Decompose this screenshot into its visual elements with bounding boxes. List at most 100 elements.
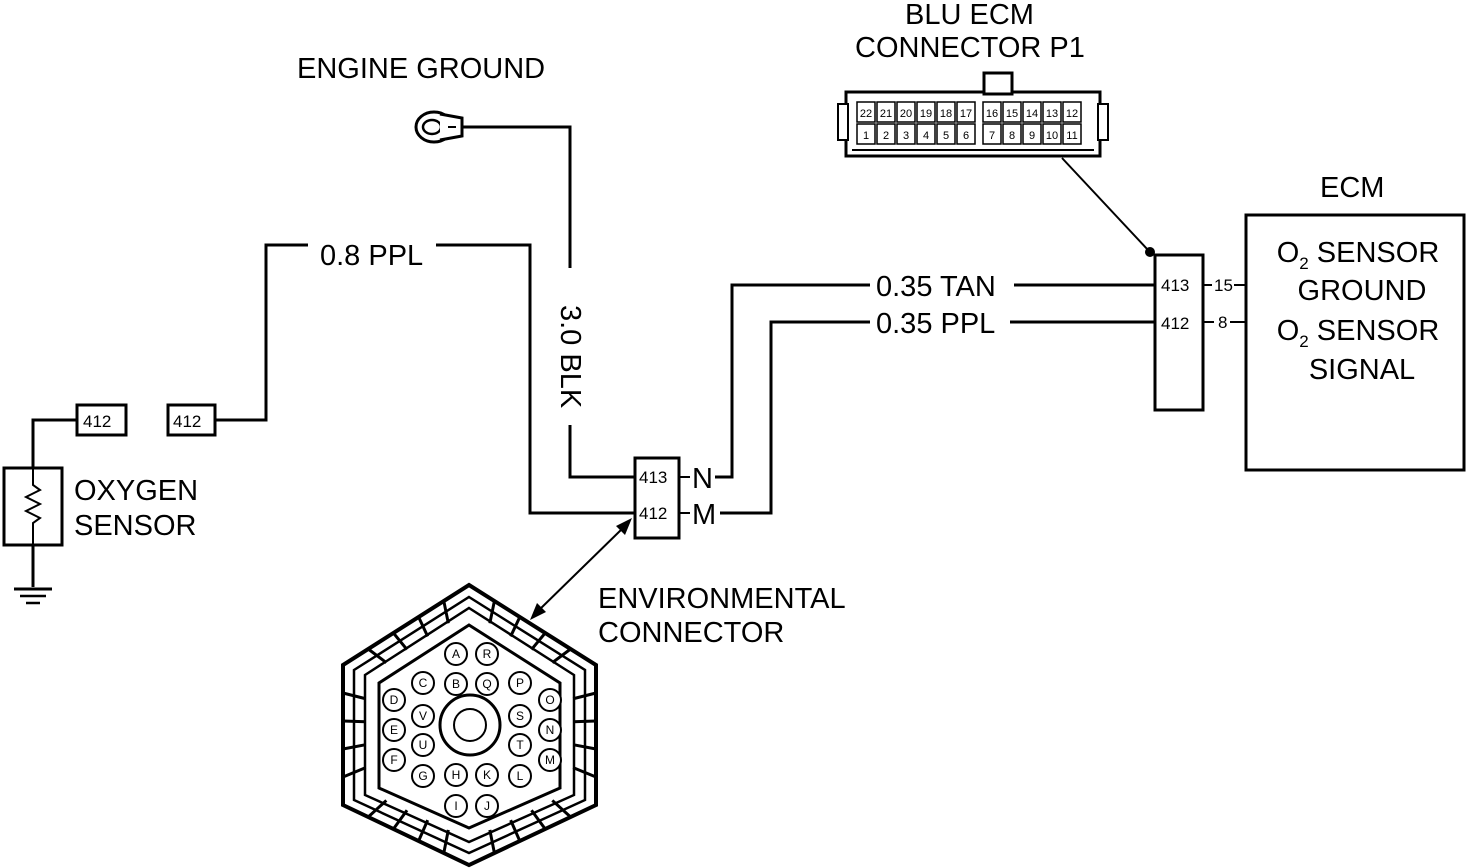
environmental-cavity-letter: U	[419, 738, 428, 752]
environmental-cavity-letter: B	[452, 677, 460, 691]
environmental-connector-cavity: G	[411, 764, 435, 788]
environmental-connector-cavity: A	[444, 642, 468, 666]
blu-cavity-number: 9	[1029, 130, 1035, 142]
blu-connector-cavity: 4	[916, 123, 936, 145]
ecm-line-o2-ground-1: O2 SENSOR	[1277, 237, 1440, 273]
blu-connector-cavity: 13	[1042, 101, 1062, 123]
ecm-pin-15: 15	[1214, 276, 1233, 295]
environmental-cavity-letter: V	[419, 709, 427, 723]
environmental-cavity-letter: C	[419, 676, 428, 690]
blu-cavity-number: 2	[883, 130, 889, 142]
ecm-label: ECM	[1320, 172, 1384, 204]
blu-cavity-number: 17	[960, 108, 972, 120]
oxygen-sensor-resistor	[23, 468, 43, 545]
environmental-connector-leader	[536, 526, 625, 613]
blu-connector-cavity: 9	[1022, 123, 1042, 145]
environmental-cavity-letter: F	[390, 753, 397, 767]
blu-cavity-number: 11	[1066, 130, 1077, 142]
env-circuit-412: 412	[639, 504, 667, 523]
ecm-circuit-412: 412	[1161, 314, 1189, 333]
blu-cavity-number: 1	[863, 130, 869, 142]
blu-cavity-number: 21	[880, 108, 892, 120]
blu-cavity-number: 6	[963, 130, 969, 142]
blu-cavity-number: 12	[1066, 108, 1078, 120]
environmental-cavity-letter: P	[516, 676, 524, 690]
blu-connector-cavity: 6	[956, 123, 976, 145]
environmental-cavity-letter: T	[516, 738, 524, 752]
blu-connector-cavity: 12	[1062, 101, 1082, 123]
engine-ground-label: ENGINE GROUND	[297, 53, 545, 85]
environmental-connector-cavity: N	[538, 718, 562, 742]
ecm-box	[1244, 213, 1466, 472]
wire-08ppl-right	[436, 243, 635, 515]
blu-connector-cavity: 5	[936, 123, 956, 145]
blu-connector-cavity: 11	[1062, 123, 1082, 145]
blu-cavity-number: 20	[900, 108, 912, 120]
wire-label-035tan: 0.35 TAN	[876, 271, 996, 303]
blu-connector-cavity: 20	[896, 101, 916, 123]
blu-connector-cavity: 7	[982, 123, 1002, 145]
blu-connector-cavity: 1	[856, 123, 876, 145]
ecm-circuit-413: 413	[1161, 276, 1189, 295]
environmental-cavity-letter: H	[452, 768, 461, 782]
blu-connector-cavity: 16	[982, 101, 1002, 123]
environmental-cavity-letter: K	[483, 768, 491, 782]
environmental-cavity-letter: N	[546, 723, 555, 737]
wire-label-30blk: 3.0 BLK	[554, 305, 586, 409]
blu-connector-leader-dot	[1145, 247, 1155, 257]
environmental-connector-cavity: M	[538, 748, 562, 772]
blu-cavity-number: 4	[923, 130, 929, 142]
environmental-connector-cavity: T	[508, 733, 532, 757]
environmental-connector-cavity: D	[382, 688, 406, 712]
environmental-connector-cavity: C	[411, 671, 435, 695]
environmental-connector-cavity: H	[444, 763, 468, 787]
ecm-line-o2-signal-2: SIGNAL	[1309, 354, 1415, 386]
wire-035ppl-left	[720, 320, 870, 515]
blu-connector-cavity: 15	[1002, 101, 1022, 123]
ecm-line-o2-signal-1: O2 SENSOR	[1277, 315, 1440, 351]
harness-412-box	[166, 403, 217, 437]
wire-30blk-top	[462, 125, 572, 268]
environmental-cavity-letter: S	[516, 709, 524, 723]
blu-cavity-number: 19	[920, 108, 932, 120]
environmental-cavity-letter: O	[545, 693, 554, 707]
ecm-pin-8: 8	[1218, 313, 1227, 332]
environmental-connector-cavity: U	[411, 733, 435, 757]
wire-035tan-left	[715, 283, 870, 479]
environmental-cavity-letter: D	[390, 693, 399, 707]
env-pin-m: M	[692, 499, 716, 531]
wire-30blk-bottom	[568, 425, 635, 479]
ecm-header-connector	[1153, 253, 1205, 412]
environmental-connector-cavity: S	[508, 704, 532, 728]
harness-circuit-412: 412	[173, 412, 201, 431]
blu-cavity-number: 7	[989, 130, 995, 142]
ground-symbol-icon	[14, 587, 52, 605]
blu-connector-cavity: 17	[956, 101, 976, 123]
blu-cavity-number: 13	[1046, 108, 1058, 120]
environmental-connector-cavity: J	[475, 794, 499, 818]
environmental-connector-cavity: O	[538, 688, 562, 712]
environmental-cavity-letter: Q	[482, 677, 491, 691]
environmental-connector-cavity: V	[411, 704, 435, 728]
ecm-line-o2-ground-2: GROUND	[1298, 275, 1427, 307]
environmental-connector-cavity: R	[475, 642, 499, 666]
environmental-connector-label-line2: CONNECTOR	[598, 617, 784, 649]
blu-connector-cavity: 14	[1022, 101, 1042, 123]
engine-ground-terminal	[414, 110, 464, 144]
blu-cavity-number: 22	[860, 108, 872, 120]
environmental-cavity-letter: I	[454, 799, 457, 813]
environmental-cavity-letter: E	[390, 723, 398, 737]
blu-ecm-label-line2: CONNECTOR P1	[855, 32, 1085, 64]
environmental-cavity-letter: G	[418, 769, 427, 783]
environmental-connector-cavity: I	[444, 794, 468, 818]
blu-ecm-label-line1: BLU ECM	[905, 0, 1034, 31]
environmental-connector-cavity: L	[508, 764, 532, 788]
blu-cavity-number: 16	[986, 108, 998, 120]
wire-08ppl-left	[215, 243, 308, 422]
environmental-connector-cavity: K	[475, 763, 499, 787]
